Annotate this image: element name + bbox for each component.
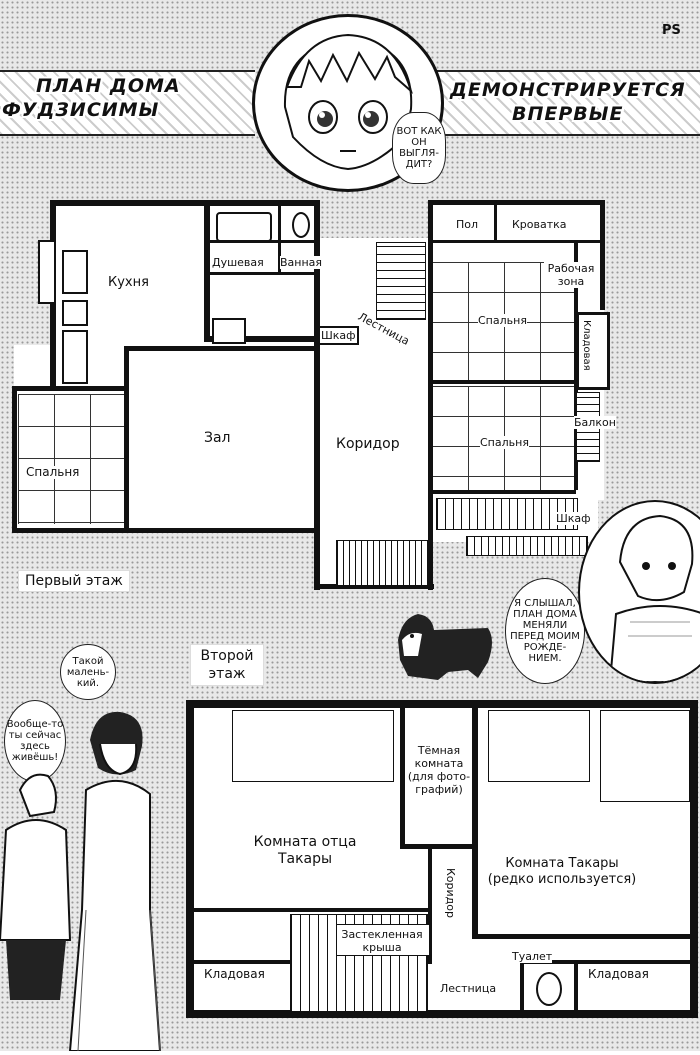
room-takara: Комната Такары (редко используется) bbox=[487, 856, 637, 887]
title-right-line1: ДЕМОНСТРИРУЕТСЯ bbox=[450, 79, 686, 101]
room-corridor-2: Коридор bbox=[444, 868, 457, 918]
speech-bubble-small: Такой малень- кий. bbox=[60, 644, 116, 700]
room-bath: Ванная bbox=[280, 256, 323, 269]
room-toilet: Туалет bbox=[512, 950, 553, 963]
room-closet-b: Шкаф bbox=[556, 512, 591, 525]
title-left-line1: ПЛАН ДОМА bbox=[36, 75, 181, 97]
character-portrait-right bbox=[578, 500, 700, 684]
room-corridor: Коридор bbox=[336, 436, 400, 452]
room-storage-left-2: Кладовая bbox=[204, 967, 265, 981]
speech-bubble-right: Я СЛЫШАЛ, ПЛАН ДОМА МЕНЯЛИ ПЕРЕД МОИМ РО… bbox=[505, 578, 585, 684]
floor-plan-first: Кухня Душевая Ванная Шкаф Лестница Зал К… bbox=[12, 200, 616, 590]
room-floor: Пол bbox=[456, 218, 479, 231]
room-work-zone: Рабочая зона bbox=[544, 262, 598, 288]
room-balcony: Балкон bbox=[574, 416, 616, 429]
floor-label-first: Первый этаж bbox=[18, 570, 130, 592]
header-banner-right bbox=[430, 70, 700, 136]
characters-left bbox=[0, 700, 185, 1052]
room-storage-right-2: Кладовая bbox=[588, 967, 649, 981]
page-mark: PS bbox=[662, 23, 681, 38]
floor-label-second: Второй этаж bbox=[190, 644, 264, 686]
room-crib: Кроватка bbox=[512, 218, 567, 231]
room-shower: Душевая bbox=[212, 256, 264, 269]
stairs-first-floor bbox=[376, 242, 426, 320]
room-stairs-2: Лестница bbox=[440, 982, 497, 995]
room-bedroom-r2: Спальня bbox=[480, 436, 529, 449]
header-banner-left bbox=[0, 70, 255, 136]
room-father: Комната отца Такары bbox=[253, 834, 357, 867]
speech-bubble-left: Вообще-то ты сейчас здесь живёшь! bbox=[4, 700, 66, 782]
title-left-line2: ФУДЗИСИМЫ bbox=[2, 99, 160, 121]
title-right-line2: ВПЕРВЫЕ bbox=[512, 103, 624, 125]
dog-illustration bbox=[388, 600, 498, 684]
room-bedroom-left: Спальня bbox=[26, 465, 80, 479]
room-glass-roof: Застекленная крыша bbox=[341, 928, 423, 954]
room-dark-room: Тёмная комната (для фото- графий) bbox=[407, 744, 471, 796]
room-storage-right: Кладовая bbox=[581, 320, 592, 371]
speech-bubble-top: ВОТ КАК ОН ВЫГЛЯ- ДИТ? bbox=[392, 112, 446, 184]
room-hall: Зал bbox=[204, 430, 231, 446]
room-bedroom-r1: Спальня bbox=[478, 314, 527, 327]
room-closet-a: Шкаф bbox=[318, 326, 359, 345]
room-kitchen: Кухня bbox=[108, 275, 149, 290]
